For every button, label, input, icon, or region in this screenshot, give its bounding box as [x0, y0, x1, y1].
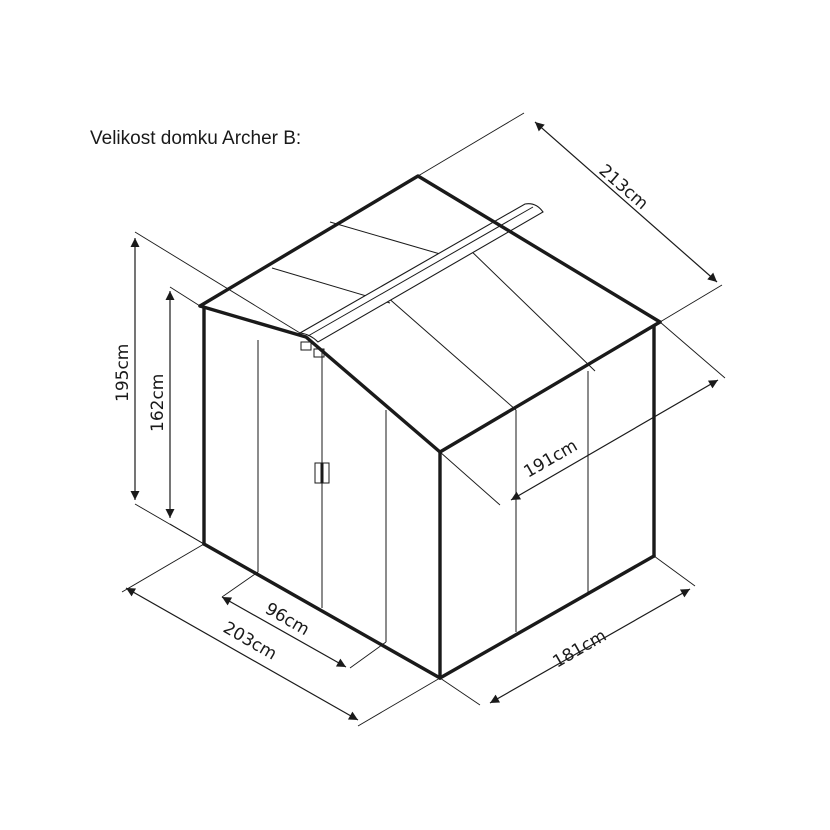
dimension-label-height-wall: 162cm	[148, 374, 168, 432]
dimension-162: 162cm	[148, 286, 205, 545]
dimension-label-side-width: 181cm	[550, 626, 611, 673]
dimension-195: 195cm	[113, 231, 301, 545]
dimension-181: 181cm	[439, 555, 696, 706]
dimension-96: 96cm	[221, 571, 387, 669]
vent-icon	[300, 341, 312, 351]
dimension-label-depth: 213cm	[595, 161, 652, 214]
dimension-213: 213cm	[417, 112, 723, 323]
dimension-203: 203cm	[121, 543, 441, 727]
door-handle-icon	[314, 462, 330, 484]
dimension-label-height-total: 195cm	[113, 344, 133, 402]
diagram-title: Velikost domku Archer B:	[90, 128, 302, 149]
dimension-191: 191cm	[439, 321, 726, 506]
dimension-label-side-wall: 191cm	[521, 436, 582, 483]
